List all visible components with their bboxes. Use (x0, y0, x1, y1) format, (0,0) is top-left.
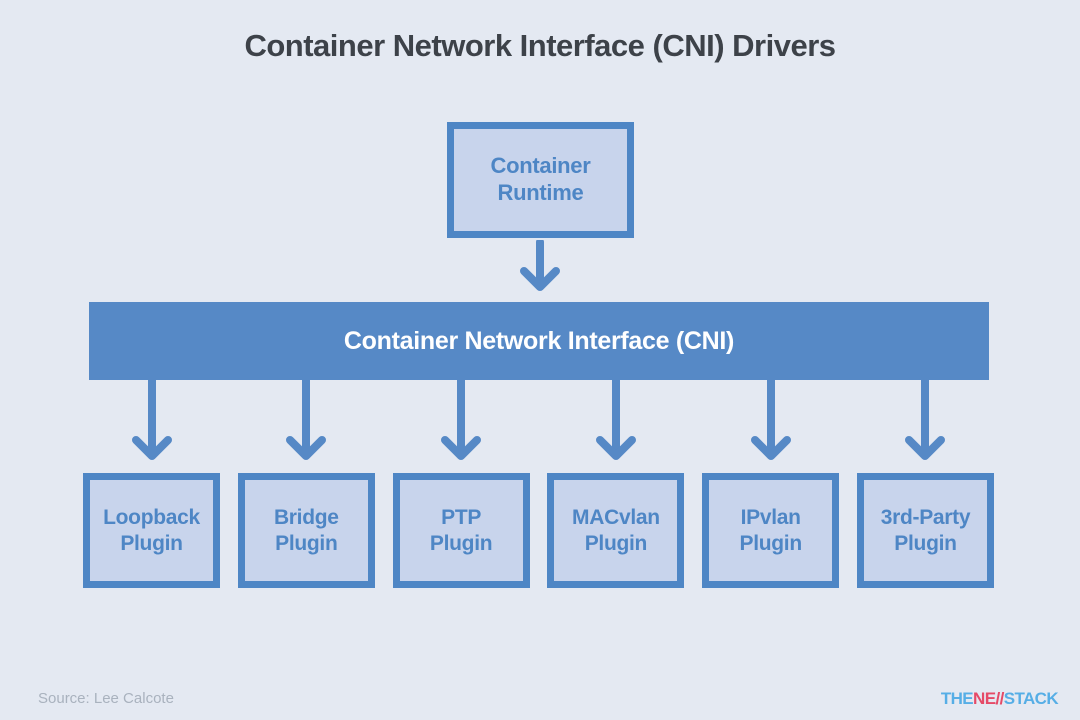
arrow-down-icon (520, 240, 560, 291)
logo-part-the: THE (940, 689, 974, 708)
plugin-label-line1: MACvlan (572, 505, 660, 529)
source-credit: Source: Lee Calcote (38, 690, 174, 707)
plugin-label-line2: Plugin (275, 531, 338, 555)
plugin-box: MACvlan Plugin (547, 473, 685, 588)
plugin-label: IPvlan Plugin (739, 505, 803, 556)
logo-part-new: NE// (973, 689, 1004, 708)
plugin-label: PTP Plugin (429, 505, 493, 556)
plugin-label-line2: Plugin (739, 531, 803, 555)
cni-bar: Container Network Interface (CNI) (89, 302, 989, 380)
plugin-label-line2: Plugin (584, 531, 648, 555)
arrow-down-icon (131, 380, 172, 460)
plugin-label-line1: PTP (441, 505, 482, 529)
cni-bar-label: Container Network Interface (CNI) (343, 326, 735, 355)
plugin-label-line1: Loopback (103, 505, 200, 529)
plugin-label: Bridge Plugin (274, 505, 339, 556)
plugin-label-line2: Plugin (894, 531, 957, 555)
plugin-column: MACvlan Plugin (547, 380, 685, 588)
plugin-label-line2: Plugin (120, 531, 183, 555)
plugin-label-line1: 3rd-Party (880, 505, 971, 529)
plugin-label-line1: IPvlan (740, 505, 801, 529)
plugins-row: Loopback Plugin Bridge Plugin (83, 380, 994, 588)
plugin-column: Loopback Plugin (83, 380, 220, 588)
container-runtime-label-line2: Runtime (497, 180, 584, 205)
diagram-title: Container Network Interface (CNI) Driver… (244, 28, 836, 63)
plugin-box: IPvlan Plugin (702, 473, 840, 588)
container-runtime-label: Container Runtime (491, 153, 591, 207)
plugin-column: IPvlan Plugin (702, 380, 840, 588)
plugin-box: PTP Plugin (392, 473, 530, 588)
arrow-down-icon (595, 380, 636, 460)
plugin-box: 3rd-Party Plugin (856, 473, 994, 588)
plugin-column: 3rd-Party Plugin (856, 380, 994, 588)
plugin-box: Bridge Plugin (237, 473, 375, 588)
plugin-column: PTP Plugin (392, 380, 530, 588)
logo-part-stack: STACK (1003, 689, 1059, 708)
arrow-down-icon (750, 380, 791, 460)
arrow-down-icon (905, 380, 946, 460)
plugin-label: 3rd-Party Plugin (881, 505, 971, 556)
plugin-column: Bridge Plugin (237, 380, 375, 588)
plugin-label: MACvlan Plugin (572, 505, 660, 556)
arrow-down-icon (441, 380, 482, 460)
plugin-label-line1: Bridge (273, 505, 339, 529)
arrow-down-icon (286, 380, 327, 460)
thenewstack-logo: THENE//STACK (940, 689, 1059, 709)
container-runtime-label-line1: Container (490, 153, 591, 179)
plugin-label: Loopback Plugin (103, 505, 200, 556)
plugin-label-line2: Plugin (429, 531, 493, 555)
container-runtime-box: Container Runtime (447, 122, 634, 238)
plugin-box: Loopback Plugin (83, 473, 220, 588)
